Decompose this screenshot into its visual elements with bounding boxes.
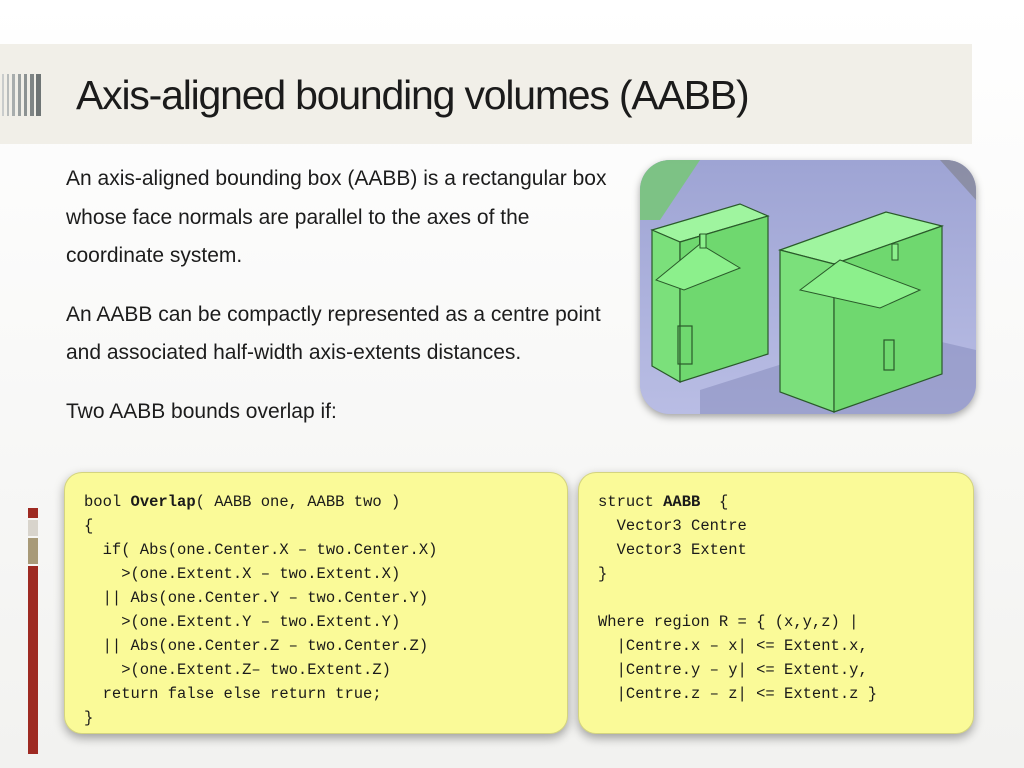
- slide-title: Axis-aligned bounding volumes (AABB): [76, 72, 750, 118]
- paragraph-definition: An axis-aligned bounding box (AABB) is a…: [66, 167, 607, 267]
- slide-body: An axis-aligned bounding box (AABB) is a…: [66, 160, 626, 451]
- struct-name-aabb: AABB: [663, 493, 701, 511]
- bounding-boxes-houses-illustration: [640, 160, 976, 414]
- code-struct-text: struct AABB { Vector3 Centre Vector3 Ext…: [598, 493, 878, 703]
- houses-aabb-icon: [640, 160, 976, 414]
- code-overlap-text: bool Overlap( AABB one, AABB two ) { if(…: [84, 493, 438, 727]
- paragraph-representation: An AABB can be compactly represented as …: [66, 302, 601, 365]
- function-name-overlap: Overlap: [130, 493, 196, 511]
- title-stripes-decoration: [0, 74, 42, 116]
- accent-bar: [28, 508, 38, 754]
- code-overlap-function: bool Overlap( AABB one, AABB two ) { if(…: [64, 472, 568, 734]
- title-band: [0, 44, 972, 144]
- paragraph-overlap-intro: Two AABB bounds overlap if:: [66, 399, 337, 423]
- code-aabb-struct: struct AABB { Vector3 Centre Vector3 Ext…: [578, 472, 974, 734]
